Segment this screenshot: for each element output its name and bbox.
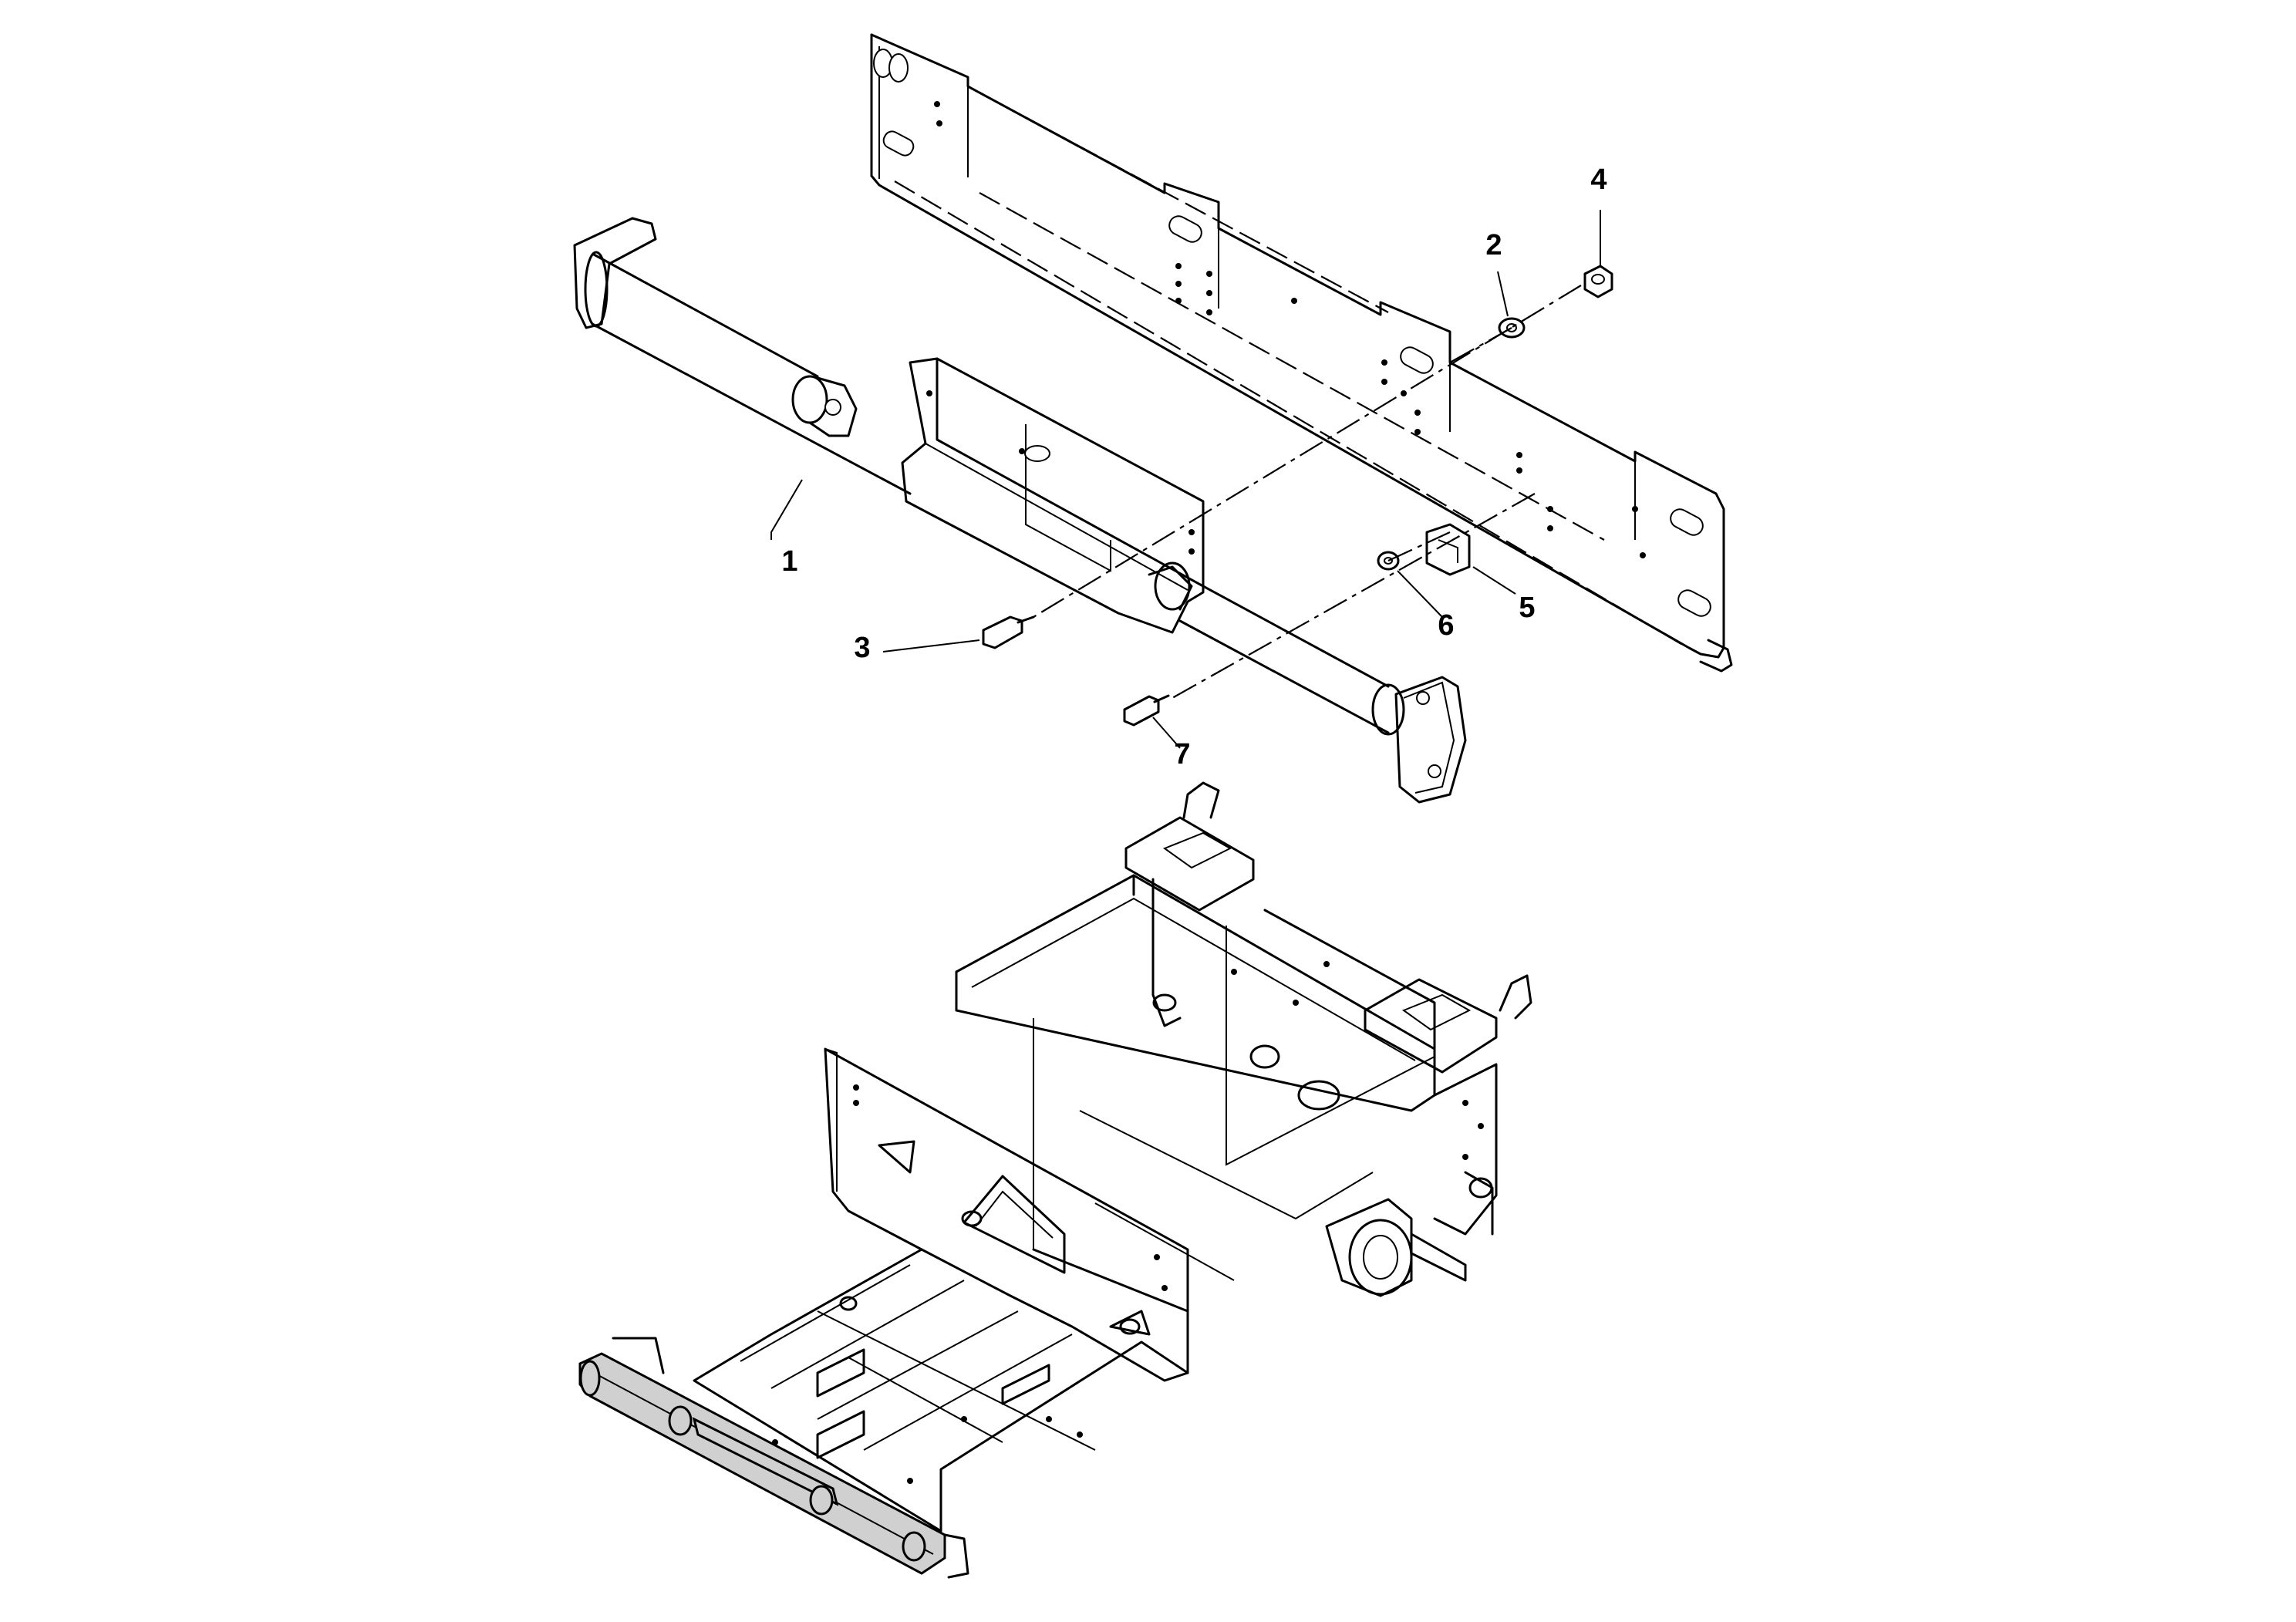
fasteners <box>982 265 1613 727</box>
bolt-3 <box>982 615 1035 649</box>
callout-2: 2 <box>1485 229 1502 261</box>
spacer-block-5 <box>1425 523 1471 576</box>
callout-3: 3 <box>854 632 870 664</box>
callout-6: 6 <box>1438 609 1454 642</box>
frame-holes <box>853 961 1484 1484</box>
callout-7: 7 <box>1174 738 1190 771</box>
mounting-plate <box>870 33 1733 673</box>
machine-frame <box>693 781 1532 1533</box>
callout-1: 1 <box>781 545 797 578</box>
plate-holes <box>934 101 1646 558</box>
callout-5: 5 <box>1519 592 1535 624</box>
nut-4 <box>1583 265 1613 298</box>
callout-4: 4 <box>1590 164 1607 196</box>
installed-cylinder-highlight <box>578 1337 969 1579</box>
callout-leaders <box>882 210 1601 749</box>
cylinder-assembly <box>573 217 1467 804</box>
bolt-7 <box>1123 694 1170 727</box>
